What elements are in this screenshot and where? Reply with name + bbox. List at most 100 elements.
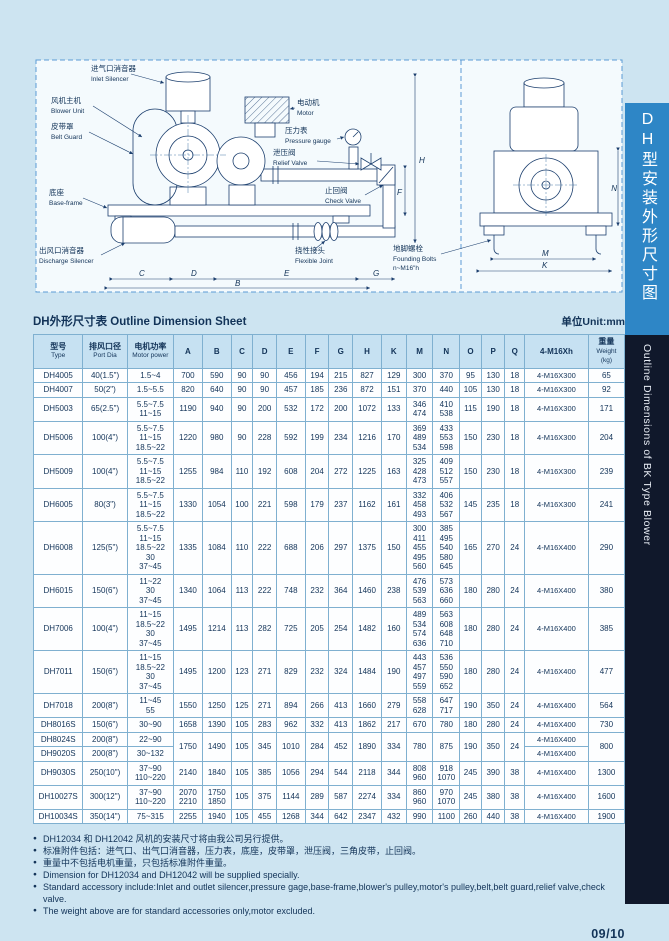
- cell: 239: [587, 454, 626, 489]
- cell: 820: [173, 382, 203, 398]
- cell: 38: [504, 760, 526, 786]
- end-view: [479, 77, 613, 255]
- cell: 205: [304, 607, 330, 651]
- svg-text:Inlet Silencer: Inlet Silencer: [91, 76, 129, 83]
- cell: 1100: [432, 808, 461, 824]
- cell: 1330: [173, 487, 203, 522]
- cell: 827: [352, 367, 382, 383]
- cell: 95: [459, 367, 482, 383]
- cell: 18: [504, 367, 526, 383]
- cell: 345: [252, 731, 277, 762]
- cell: 280: [480, 650, 506, 694]
- dim-C: C: [139, 269, 145, 278]
- cell: 200(8"): [82, 693, 128, 718]
- dim-D: D: [191, 269, 197, 278]
- cell: 217: [380, 717, 407, 733]
- cell: 1225: [352, 454, 382, 489]
- cell: 780: [405, 731, 434, 762]
- cell: 1390: [201, 717, 232, 733]
- cell: 800: [587, 731, 626, 762]
- cell: 364: [328, 573, 354, 608]
- cell: 587: [328, 784, 354, 810]
- diagram-labels: 进气口消音器 Inlet Silencer 风机主机 Blower Unit 皮…: [39, 63, 492, 272]
- cell: 4-M16X400: [524, 693, 589, 718]
- cell: 1200: [201, 650, 232, 694]
- sidebar-title-en: Outline Dimensions of BK Type Blower: [641, 344, 653, 546]
- flexible-joint-shape: [313, 222, 339, 241]
- cell: 4-M16X400: [524, 650, 589, 694]
- cell: 24: [504, 650, 526, 694]
- founding-bolts-shape: [493, 235, 602, 255]
- cell: DH4005: [32, 367, 84, 383]
- cell: 1460: [352, 573, 382, 608]
- side-view: [107, 71, 396, 244]
- cell: 990: [405, 808, 434, 824]
- cell: 232: [304, 573, 330, 608]
- cell: 290: [587, 521, 626, 575]
- cell: 457: [275, 382, 306, 398]
- cell: DH10034S: [32, 808, 84, 824]
- cell: 872: [352, 382, 382, 398]
- cell: 245: [459, 760, 482, 786]
- cell: 113: [230, 607, 254, 651]
- cell: DH6015: [32, 573, 84, 608]
- cell: 238: [380, 573, 407, 608]
- cell: 370: [432, 367, 461, 383]
- cell: 284: [304, 731, 330, 762]
- cell: 1550: [173, 693, 203, 718]
- cell: 110: [230, 454, 254, 489]
- note-line: 标准附件包括：进气口、出气口消音器，压力表，底座，皮带罩，泄压阀，三角皮带，止回…: [33, 845, 625, 857]
- cell: 350(14"): [82, 808, 128, 824]
- cell: 2347: [352, 808, 382, 824]
- cell: 92: [587, 382, 626, 398]
- cell: 294: [304, 760, 330, 786]
- cell: 24: [504, 693, 526, 718]
- cell: DH10027S: [32, 784, 84, 810]
- cell: 532: [275, 396, 306, 422]
- pressure-gauge-shape: [344, 128, 362, 170]
- cell: 4-M16X400: [524, 808, 589, 824]
- cell: 1490: [201, 731, 232, 762]
- cell: 1484: [352, 650, 382, 694]
- cell: 4-M16X300: [524, 382, 589, 398]
- base-frame-shape: [107, 204, 371, 217]
- cell: 4-M16X400: [524, 521, 589, 575]
- cell: 180: [459, 650, 482, 694]
- cell: 18: [504, 382, 526, 398]
- dim-N: N: [611, 184, 617, 193]
- cell: 24: [504, 521, 526, 575]
- cell: 2140: [173, 760, 203, 786]
- note-line: Standard accessory include:Inlet and out…: [33, 881, 625, 905]
- cell: 390: [480, 760, 506, 786]
- cell: 250(10"): [82, 760, 128, 786]
- cell: 230: [480, 454, 506, 489]
- cell: 1375: [352, 521, 382, 575]
- cell: 370: [405, 382, 434, 398]
- cell: 179: [304, 487, 330, 522]
- cell: 75~315: [126, 808, 175, 824]
- cell: 180: [459, 717, 482, 733]
- cell: 123: [230, 650, 254, 694]
- cell: 90: [230, 367, 254, 383]
- col-header: P: [480, 334, 506, 369]
- svg-text:Belt Guard: Belt Guard: [51, 134, 82, 141]
- cell: 266: [304, 693, 330, 718]
- cell: 129: [380, 367, 407, 383]
- cell: 160: [380, 607, 407, 651]
- relief-valve-shape: [360, 153, 382, 171]
- cell: 1495: [173, 650, 203, 694]
- cell: DH5003: [32, 396, 84, 422]
- cell: 228: [252, 420, 277, 455]
- inlet-silencer-shape: [165, 71, 211, 124]
- cell: 204: [304, 454, 330, 489]
